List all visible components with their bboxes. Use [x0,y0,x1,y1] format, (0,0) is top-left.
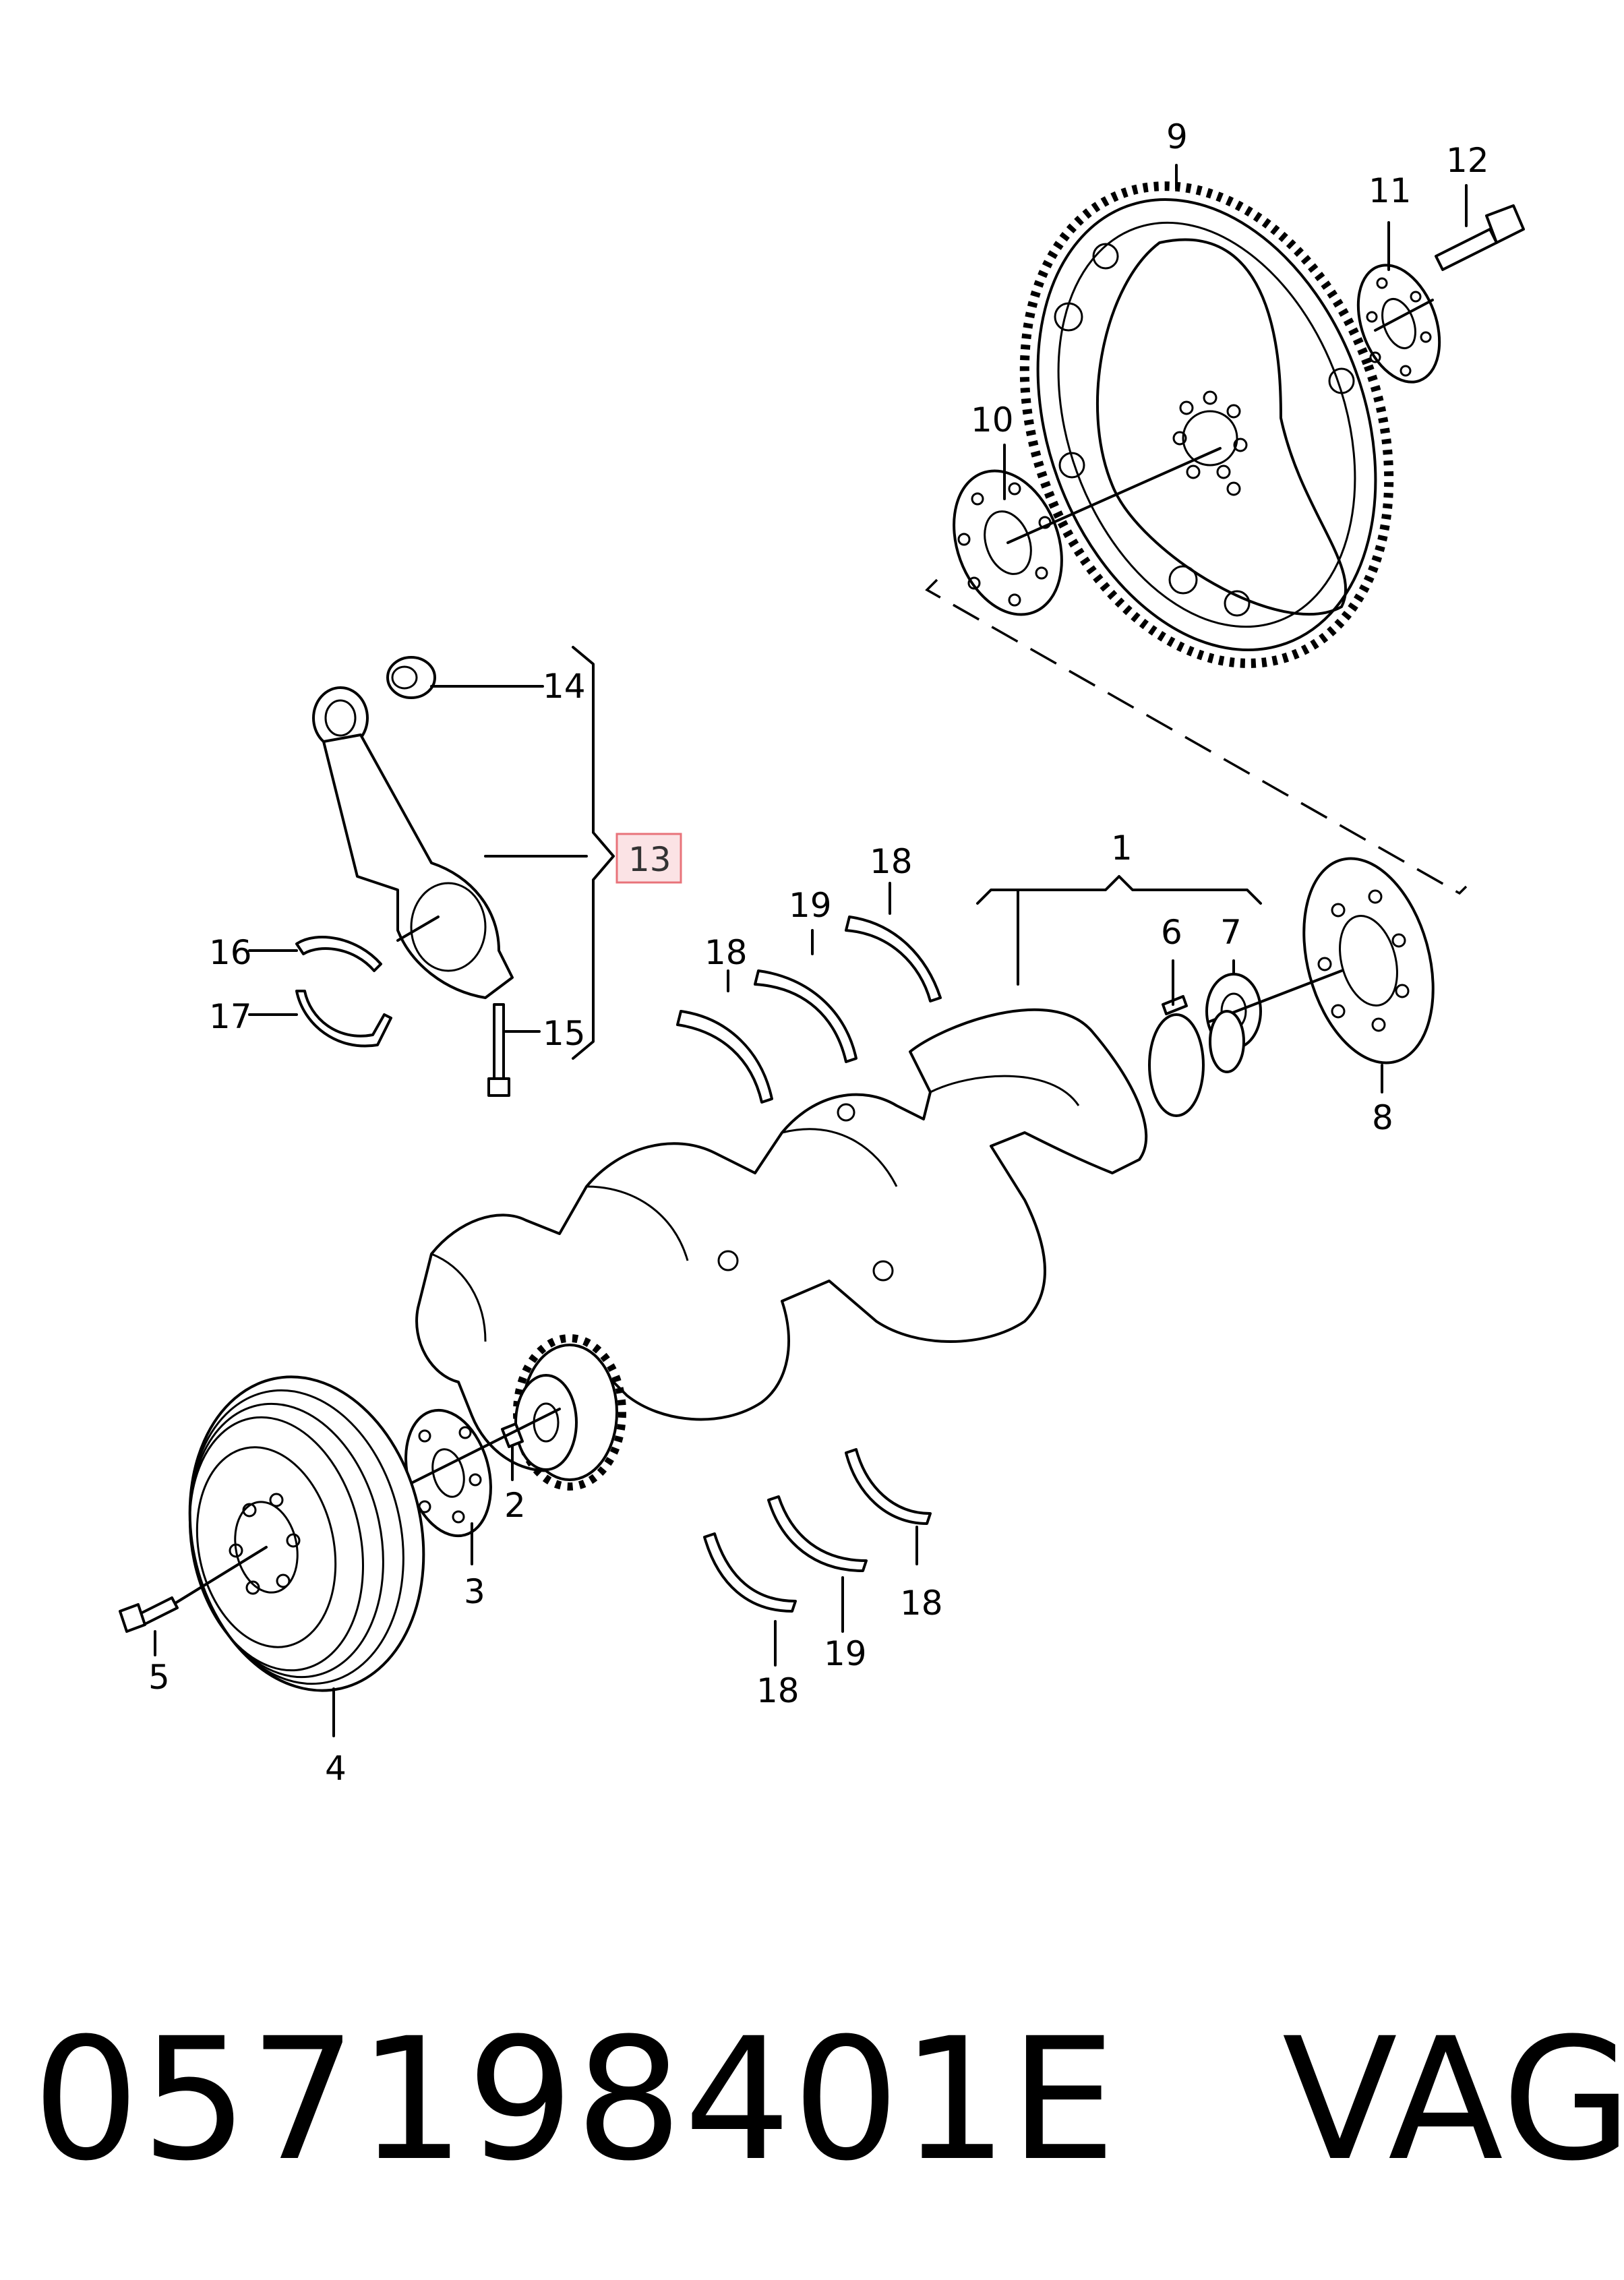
callout-13-highlight-box [615,833,682,884]
main-bearing-shells-upper [676,916,942,1104]
callout-13: 13 [628,840,671,879]
pulley-bolt-5 [119,1546,268,1633]
flywheel-bolt-12 [1435,204,1525,271]
part-number-caption: 057198401E VAG [32,2016,1624,2184]
conrod-bearing-shells [295,936,392,1048]
callout-2: 2 [504,1486,526,1525]
callout-15: 15 [543,1014,586,1053]
callout-18-upper-right: 18 [870,842,913,881]
callout-8: 8 [1372,1098,1393,1137]
brand-name: VAG [1282,2002,1624,2198]
small-end-bushing-14 [386,656,436,699]
callout-18-upper-left: 18 [704,933,748,972]
callout-18-lower-left: 18 [756,1671,800,1710]
main-bearing-shells-lower [703,1448,932,1613]
callout-7: 7 [1220,913,1242,952]
connecting-rod [312,686,514,999]
callout-6: 6 [1161,913,1182,952]
vibration-damper-pulley-4 [188,1375,425,1692]
callout-12: 12 [1446,141,1489,180]
callout-11: 11 [1369,171,1412,210]
callout-3: 3 [464,1572,485,1611]
dowel-pin-6 [1162,995,1188,1015]
crankshaft-sprocket [513,1334,626,1491]
callout-10: 10 [971,400,1014,440]
callout-1: 1 [1111,829,1133,868]
callout-16: 16 [209,933,252,972]
callout-9: 9 [1166,117,1188,156]
callout-17: 17 [209,997,252,1036]
shim-plate-11 [1356,264,1441,384]
callout-4: 4 [325,1749,347,1788]
callout-19-upper: 19 [789,886,832,925]
callout-18-lower-right: 18 [900,1584,943,1623]
flywheel-ring-gear [1019,181,1394,668]
crankshaft [415,1008,1245,1472]
washer-3 [404,1408,492,1538]
callout-5: 5 [148,1658,170,1697]
conrod-bolt-15 [487,1003,510,1097]
callout-19-lower: 19 [824,1634,867,1673]
drive-plate-8 [1302,857,1435,1064]
flywheel-group-outline [925,578,1468,895]
callout-14: 14 [543,667,586,706]
part-number: 057198401E [32,2002,1118,2198]
leader-lines [154,164,1468,1737]
